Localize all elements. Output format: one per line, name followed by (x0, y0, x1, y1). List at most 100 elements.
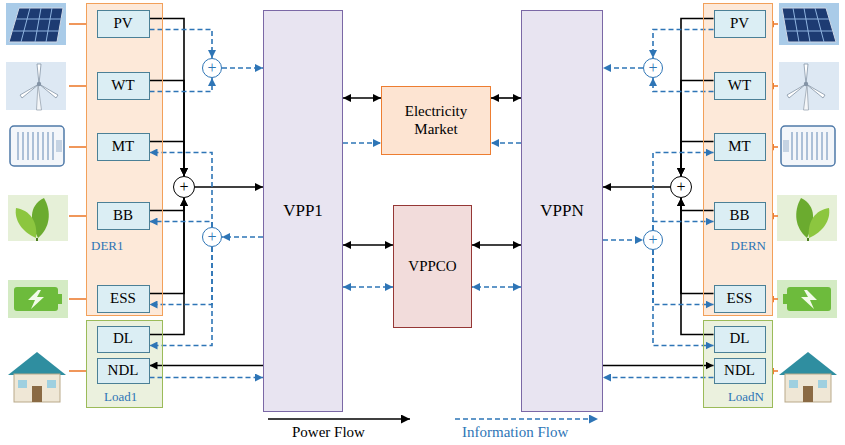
power-flow-connector (472, 244, 521, 246)
box-label: VPP1 (280, 201, 326, 221)
microturbine-icon-part (56, 140, 62, 152)
component-box: DL (97, 326, 150, 353)
component-box: PV (714, 10, 766, 38)
box-label: PV (110, 15, 135, 32)
der-icons (6, 3, 68, 402)
box-label: MT (725, 138, 754, 155)
load-group: Load1DLNDL (86, 320, 163, 408)
house-icon (8, 352, 66, 402)
info-sum-junction: + (202, 58, 222, 78)
power-flow-connector (150, 198, 185, 294)
battery-icon (8, 280, 68, 318)
group-fill (703, 320, 773, 408)
box-label: WT (108, 77, 137, 94)
info-sum-junction: + (643, 58, 663, 78)
connectors (150, 19, 714, 378)
information-flow-connector (150, 222, 213, 228)
information-flow-connector (653, 250, 714, 305)
group-label: DERN (704, 238, 772, 253)
information-flow-connector (603, 67, 643, 69)
wind-turbine-icon-part (6, 62, 66, 110)
wind-turbine-icon-part (20, 64, 58, 98)
power-flow-connector (150, 198, 185, 335)
house-icon-part (14, 374, 60, 402)
der-group: DERNPVWTMTBBESS (703, 3, 773, 316)
sum-sign: + (648, 232, 657, 248)
power-flow-connector (681, 198, 714, 294)
box-label: ESS (724, 290, 756, 307)
group-fill (86, 320, 163, 408)
house-icon-part (8, 352, 66, 375)
power-flow-connector (603, 365, 714, 367)
vpp-box: VPPN (521, 10, 603, 412)
group-fills (86, 3, 773, 408)
biomass-icon-part (36, 238, 38, 241)
sum-sign: + (676, 179, 685, 195)
der-icons-mirrored (777, 3, 839, 402)
component-box: WT (97, 72, 150, 100)
biomass-icon-part (8, 195, 68, 241)
box-label: BB (726, 207, 752, 224)
component-box: BB (97, 202, 150, 230)
solar-panel-icon (6, 3, 66, 45)
wind-turbine-icon-part (37, 84, 42, 110)
box-label: Electricity Market (382, 103, 490, 138)
power-flow-connector (150, 198, 185, 211)
power-flow-connector (681, 198, 714, 211)
box-label: VPPN (537, 201, 586, 221)
power-sum-junction: + (173, 176, 195, 198)
component-box: ESS (714, 285, 766, 313)
sum-sign: + (179, 179, 188, 195)
information-flow-connector (603, 377, 714, 379)
component-box: MT (97, 133, 150, 161)
power-flow-connector (681, 198, 714, 335)
legend-samples (268, 419, 598, 420)
information-flow-connector (150, 153, 213, 228)
microturbine-icon (10, 126, 64, 166)
legend-label: Information Flow (462, 424, 568, 441)
wind-turbine-icon (6, 62, 66, 110)
information-flow-connector (653, 78, 714, 92)
information-flow-connector (150, 30, 213, 59)
component-box: NDL (714, 358, 766, 384)
solar-panel-icon-part (13, 8, 61, 42)
microturbine-icon-part (18, 132, 53, 160)
power-flow-connector (681, 142, 714, 177)
operator-box: VPPCO (393, 205, 472, 328)
box-label: ESS (107, 290, 139, 307)
group-label: Load1 (87, 389, 162, 404)
info-sum-junction: + (202, 227, 222, 247)
house-icon-part (32, 386, 42, 402)
solar-panel-icon-part (9, 8, 63, 42)
der-group: DER1 PV WT MT BB ESS (86, 3, 163, 316)
microturbine-icon-part (10, 126, 64, 166)
group-fill (86, 3, 163, 316)
component-box: PV (97, 10, 150, 38)
box-label: BB (110, 207, 136, 224)
group-label: DER1 (87, 238, 162, 253)
information-flow-connector (653, 250, 714, 346)
component-box: MT (714, 133, 766, 161)
sum-sign: + (207, 60, 216, 76)
box-label: PV (727, 15, 752, 32)
information-flow-connector (603, 239, 643, 241)
solar-panel-icon-part (6, 3, 66, 45)
power-flow-sample (268, 418, 410, 420)
information-flow-connector (150, 247, 213, 346)
power-flow-connector (491, 97, 521, 99)
source-feed-arrows (69, 24, 778, 371)
information-flow-connector (653, 153, 714, 231)
battery-icon-part (28, 290, 44, 309)
box-label: DL (727, 330, 753, 347)
information-flow-connector (222, 67, 263, 69)
wind-turbine-icon-part (37, 82, 41, 86)
power-flow-connector (150, 365, 264, 367)
house-icon-part (18, 380, 27, 388)
vpp-box: VPP1 (263, 10, 343, 412)
information-flow-connector (150, 78, 213, 92)
sum-sign: + (648, 60, 657, 76)
power-flow-connector (343, 244, 393, 246)
load-group: LoadNDLNDL (703, 320, 773, 408)
power-sum-junction: + (670, 176, 692, 198)
information-flow-connector (343, 142, 381, 144)
